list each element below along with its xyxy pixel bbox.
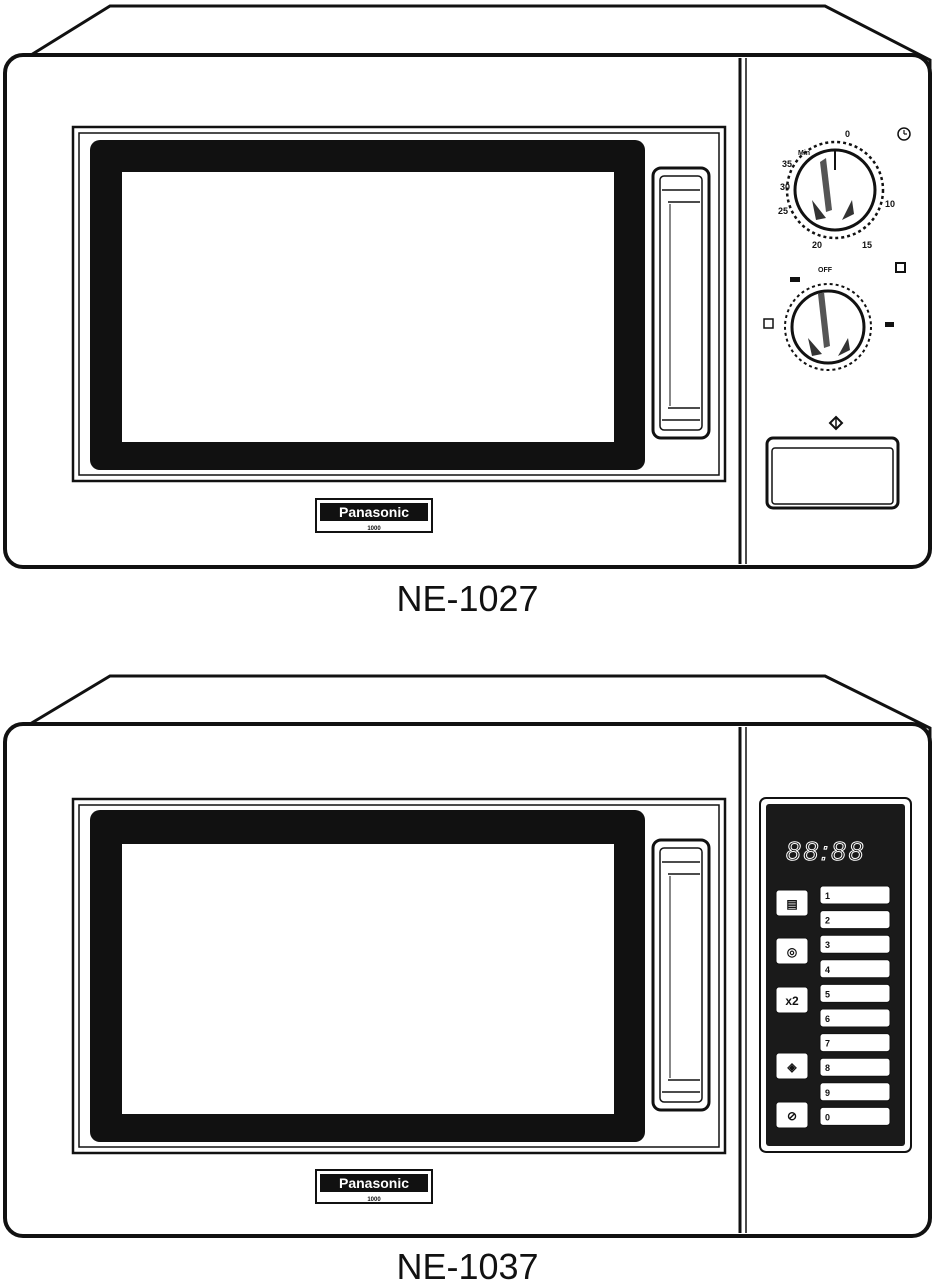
number-key-6[interactable]: 6 <box>819 1008 891 1028</box>
number-key-label: 8 <box>825 1063 830 1073</box>
number-key-2[interactable]: 2 <box>819 910 891 930</box>
number-key-8[interactable]: 8 <box>819 1057 891 1077</box>
timer-dial[interactable] <box>785 140 885 240</box>
number-key-label: 2 <box>825 916 830 926</box>
clock-icon <box>897 127 911 141</box>
defrost-icon <box>895 262 906 273</box>
timer-label-0: 0 <box>845 129 850 139</box>
x2-button[interactable]: x2 <box>775 986 809 1014</box>
door-open-symbol-icon <box>828 415 844 431</box>
brand-name: Panasonic <box>339 504 409 520</box>
stop-button-label: ⊘ <box>787 1109 797 1123</box>
number-key-3[interactable]: 3 <box>819 934 891 954</box>
number-key-1[interactable]: 1 <box>819 885 891 905</box>
number-key-label: 0 <box>825 1112 830 1122</box>
timer-label-25: 25 <box>778 206 788 216</box>
microwave-ne1037: Panasonic 1000 88:88 ▤ ◎ x2 ◈ ⊘ 1 2 3 4 5 6 7 8 9 0 <box>3 674 932 1238</box>
timer-label-15: 15 <box>862 240 872 250</box>
door-handle[interactable] <box>651 166 711 440</box>
number-key-label: 5 <box>825 989 830 999</box>
low-power-icon <box>763 318 774 329</box>
number-key-0[interactable]: 0 <box>819 1106 891 1126</box>
timer-label-35: 35 <box>782 159 792 169</box>
door-open-button[interactable] <box>765 436 900 510</box>
stop-button[interactable]: ⊘ <box>775 1101 809 1129</box>
timer-label-10: 10 <box>885 199 895 209</box>
digital-display: 88:88 <box>786 836 866 866</box>
number-key-label: 6 <box>825 1014 830 1024</box>
door-window <box>122 172 614 442</box>
number-key-9[interactable]: 9 <box>819 1082 891 1102</box>
power-max-mark <box>790 277 800 282</box>
brand-sub: 1000 <box>367 1197 381 1203</box>
microwave-ne1027: Panasonic 1000 35 30 25 20 15 10 0 Min O… <box>3 4 932 569</box>
timer-label-20: 20 <box>812 240 822 250</box>
number-key-label: 7 <box>825 1039 830 1049</box>
door-window <box>122 844 614 1114</box>
x2-button-label: x2 <box>785 994 799 1008</box>
number-key-7[interactable]: 7 <box>819 1033 891 1053</box>
door-handle[interactable] <box>651 838 711 1112</box>
start-button-label: ◈ <box>786 1060 797 1074</box>
power-level-button[interactable]: ◎ <box>775 937 809 965</box>
timer-label-30: 30 <box>780 182 790 192</box>
timer-label-min: Min <box>798 150 810 157</box>
model-label-ne1037: NE-1037 <box>396 1246 539 1287</box>
number-key-4[interactable]: 4 <box>819 959 891 979</box>
number-key-label: 4 <box>825 965 830 975</box>
number-key-5[interactable]: 5 <box>819 983 891 1003</box>
power-dial[interactable] <box>784 283 872 371</box>
brand-name: Panasonic <box>339 1175 409 1191</box>
model-label-ne1027: NE-1027 <box>396 578 539 619</box>
start-button[interactable]: ◈ <box>775 1052 809 1080</box>
number-key-label: 3 <box>825 940 830 950</box>
defrost-button[interactable]: ▤ <box>775 889 809 917</box>
brand-sub: 1000 <box>367 526 381 532</box>
number-key-label: 1 <box>825 891 830 901</box>
defrost-button-label: ▤ <box>786 897 797 911</box>
power-label-off: OFF <box>818 267 833 274</box>
power-high-mark <box>885 322 894 327</box>
power-level-button-label: ◎ <box>787 945 798 959</box>
number-key-label: 9 <box>825 1088 830 1098</box>
